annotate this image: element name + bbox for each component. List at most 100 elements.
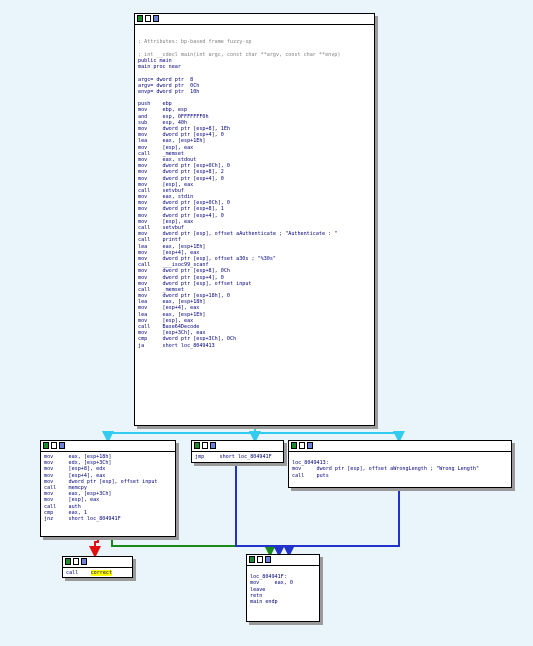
node-header <box>41 441 175 452</box>
code-line: mov [esp+4], eax <box>44 472 106 479</box>
code-line: mov edx, [esp+3Ch] <box>44 460 112 467</box>
code-listing: loc_8049413:mov dword ptr [esp], offset … <box>289 452 511 481</box>
proximity-view-icon[interactable] <box>81 558 87 565</box>
code-line: lea eax, [esp+1Eh] <box>138 243 206 250</box>
code-line: loc_804941F: <box>250 574 287 581</box>
code-line: mov [esp], eax <box>138 218 194 225</box>
code-line: mov [esp], eax <box>138 317 194 324</box>
graph-view-icon[interactable] <box>43 442 49 449</box>
code-line: argc= dword ptr 8 <box>138 76 194 83</box>
graph-view-icon[interactable] <box>137 15 143 22</box>
code-line: call setvbuf <box>138 187 185 194</box>
code-line: mov dword ptr [esp+8], 1 <box>138 206 224 213</box>
proximity-view-icon[interactable] <box>265 556 271 563</box>
code-line: call correct <box>66 570 129 576</box>
code-line: mov [esp], eax <box>44 497 100 504</box>
proximity-view-icon[interactable] <box>153 15 159 22</box>
code-line: and esp, 0FFFFFFF0h <box>138 113 209 120</box>
code-line: lea eax, [esp+1Eh] <box>138 311 206 318</box>
main-function-block[interactable]: ; Attributes: bp-based frame fuzzy-sp ; i… <box>134 13 375 426</box>
code-line: call memcpy <box>44 484 87 491</box>
graph-view-icon[interactable] <box>291 442 297 449</box>
text-view-icon[interactable] <box>51 442 57 449</box>
code-line: call auth <box>44 503 81 510</box>
code-line: mov [esp+4], eax <box>138 305 200 312</box>
edge-right-to-end <box>283 488 400 557</box>
text-view-icon[interactable] <box>299 442 305 449</box>
graph-view-icon[interactable] <box>194 442 200 449</box>
proximity-view-icon[interactable] <box>307 442 313 449</box>
code-line: main endp <box>250 598 278 605</box>
code-line: mov eax, [esp+3Ch] <box>44 491 112 498</box>
code-line: push ebp <box>138 101 172 108</box>
code-line: jmp short loc_804941F <box>195 454 272 460</box>
edge-left-to-end <box>111 537 276 557</box>
code-line: mov dword ptr [esp], offset aAuthenticat… <box>138 231 338 238</box>
code-line: main proc near <box>138 64 181 71</box>
edge-left-to-correct <box>89 537 101 558</box>
code-line: mov dword ptr [esp], offset input <box>138 280 252 287</box>
code-line: mov [esp+3Ch], eax <box>138 330 206 337</box>
code-line: call Base64Decode <box>138 324 200 330</box>
code-line: ; Attributes: bp-based frame fuzzy-sp <box>138 39 252 46</box>
jmp-block[interactable]: jmp short loc_804941F <box>191 440 284 463</box>
node-header <box>192 441 283 452</box>
code-line: lea eax, [esp+1Eh] <box>138 138 206 145</box>
code-line: mov eax, stdin <box>138 194 194 201</box>
code-line: loc_8049413: <box>292 460 329 467</box>
edge-main-to-left <box>102 427 256 443</box>
code-line: ; int __cdecl main(int argc, const char … <box>138 51 341 58</box>
code-line: mov eax, 0 <box>250 580 293 587</box>
text-view-icon[interactable] <box>257 556 263 563</box>
code-line: mov eax, [esp+18h] <box>44 454 112 460</box>
code-listing: mov eax, [esp+18h]mov edx, [esp+3Ch]mov … <box>41 452 175 524</box>
code-line: mov dword ptr [esp], offset input <box>44 478 158 485</box>
text-view-icon[interactable] <box>202 442 208 449</box>
code-line: mov dword ptr [esp+4], 0 <box>138 132 224 139</box>
code-line: argv= dword ptr 0Ch <box>138 82 200 89</box>
code-line: cmp eax, 1 <box>44 509 87 516</box>
correct-symbol[interactable]: correct <box>90 570 113 576</box>
proximity-view-icon[interactable] <box>210 442 216 449</box>
code-line: mov ebp, esp <box>138 107 188 114</box>
code-line: retn <box>250 592 263 599</box>
code-line: mov eax, stdout <box>138 156 197 163</box>
code-line: sub esp, 40h <box>138 119 188 126</box>
code-line: call _memset <box>138 286 185 293</box>
graph-view-icon[interactable] <box>249 556 255 563</box>
wrong-length-block[interactable]: loc_8049413:mov dword ptr [esp], offset … <box>288 440 512 488</box>
edge-mid-to-end <box>235 462 285 557</box>
node-header <box>63 557 132 568</box>
code-line: public main <box>138 57 172 64</box>
text-view-icon[interactable] <box>145 15 151 22</box>
code-line: cmp dword ptr [esp+3Ch], 0Ch <box>138 336 237 343</box>
code-line: mov dword ptr [esp+18h], 0 <box>138 293 231 300</box>
code-line: leave <box>250 586 266 593</box>
text-view-icon[interactable] <box>73 558 79 565</box>
code-line: mov dword ptr [esp+8], 0Ch <box>138 268 231 275</box>
node-header <box>135 14 374 25</box>
code-line: mov dword ptr [esp+0Ch], 0 <box>138 163 231 170</box>
proximity-view-icon[interactable] <box>59 442 65 449</box>
code-line: mov dword ptr [esp], offset aWrongLength… <box>292 466 480 473</box>
code-line: mov dword ptr [esp+0Ch], 0 <box>138 200 231 207</box>
graph-view-icon[interactable] <box>65 558 71 565</box>
code-line: lea eax, [esp+18h] <box>138 299 206 306</box>
memcpy-auth-block[interactable]: mov eax, [esp+18h]mov edx, [esp+3Ch]mov … <box>40 440 176 537</box>
code-line: mov dword ptr [esp+4], 0 <box>138 274 224 281</box>
code-line: call setvbuf <box>138 225 185 231</box>
code-line: call _memset <box>138 150 185 157</box>
correct-block[interactable]: call correct <box>62 556 133 578</box>
edge-main-to-right <box>254 427 405 443</box>
code-line: mov [esp], eax <box>138 181 194 188</box>
code-line: ja short loc_8049413 <box>138 342 215 349</box>
code-line: mov [esp+8], edx <box>44 466 106 473</box>
code-line: envp= dword ptr 10h <box>138 88 200 95</box>
node-header <box>289 441 511 452</box>
code-line: mov dword ptr [esp+8], 1Eh <box>138 126 231 132</box>
call-mnemonic: call <box>66 570 79 576</box>
code-line: mov dword ptr [esp+4], 0 <box>138 175 224 182</box>
